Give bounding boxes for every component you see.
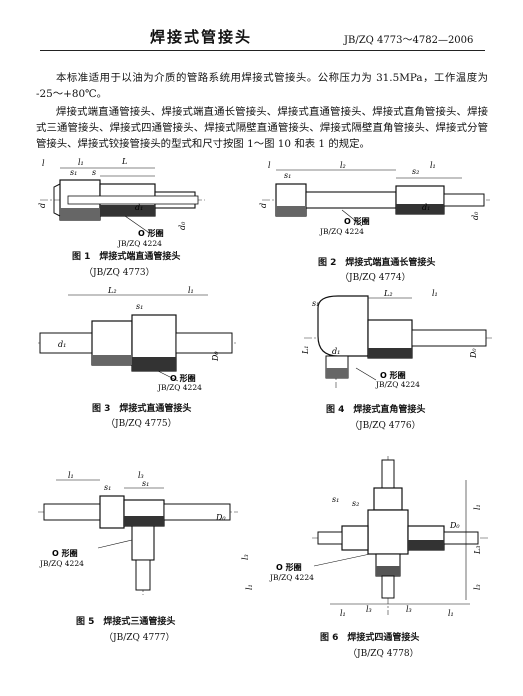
- figure-4-drawing: L₂ s₁ l₁ L₁ d₁ D₀ O 形圈 JB/ZQ 4224: [301, 289, 492, 389]
- svg-text:s₁: s₁: [332, 495, 339, 504]
- figure-2-std: （JB/ZQ 4774）: [340, 273, 411, 283]
- fig1-o-ring-label: O 形圈: [138, 228, 164, 238]
- svg-text:L₂: L₂: [383, 289, 393, 298]
- svg-text:l₃: l₃: [366, 605, 372, 614]
- svg-text:D₀: D₀: [215, 513, 226, 522]
- figure-3-std: （JB/ZQ 4775）: [106, 419, 177, 429]
- svg-text:s₂: s₂: [352, 499, 359, 508]
- svg-text:l₃: l₃: [138, 471, 144, 480]
- svg-text:l₁: l₁: [473, 504, 482, 510]
- fig2-o-ring-std: JB/ZQ 4224: [319, 227, 364, 236]
- fig4-o-ring-label: O 形圈: [380, 370, 406, 380]
- types-paragraph: 焊接式端直通管接头、焊接式端直通长管接头、焊接式直通管接头、焊接式直角管接头、焊…: [36, 106, 488, 150]
- svg-text:s₁: s₁: [312, 299, 319, 308]
- figure-5-drawing: l₁ s₁ s₁ l₃ l₃ l₁ D₀ O 形圈 JB/ZQ 4224: [38, 471, 254, 595]
- svg-text:D₀: D₀: [211, 351, 220, 362]
- svg-text:l₁: l₁: [432, 289, 438, 298]
- svg-text:l₂: l₂: [340, 161, 346, 170]
- figure-6-std: （JB/ZQ 4778）: [348, 649, 419, 659]
- fig6-o-ring-std: JB/ZQ 4224: [269, 573, 314, 582]
- figure-3-drawing: L₂ s₁ l₁ d₁ D₀ O 形圈 JB/ZQ 4224: [38, 286, 236, 392]
- svg-text:s₁: s₁: [284, 171, 291, 180]
- svg-text:l₃: l₃: [241, 554, 250, 560]
- figure-5-caption: 图 5 焊接式三通管接头: [76, 617, 176, 627]
- standard-number: JB/ZQ 4773～4782—2006: [344, 35, 474, 46]
- header-rule: [40, 50, 485, 51]
- figure-6-caption: 图 6 焊接式四通管接头: [320, 633, 420, 643]
- dim-l-label: l: [42, 159, 45, 168]
- fig5-o-ring-std: JB/ZQ 4224: [39, 559, 84, 568]
- figure-1-std: （JB/ZQ 4773）: [84, 268, 155, 278]
- fig2-o-ring-label: O 形圈: [344, 216, 370, 226]
- svg-text:l: l: [268, 161, 271, 170]
- svg-text:d₁: d₁: [422, 203, 430, 212]
- svg-text:l₁: l₁: [68, 471, 74, 480]
- svg-text:d₁: d₁: [135, 203, 143, 212]
- figure-2-drawing: l l₂ s₂ l₁ s₁ d d₁ d₀ O 形圈 JB/ZQ 4224: [259, 161, 490, 236]
- figure-2-caption: 图 2 焊接式端直通长管接头: [318, 258, 436, 268]
- document-title: 焊接式管接头: [150, 28, 253, 46]
- figure-6-drawing: s₁ s₂ l₁ l₃ l₃ l₁ l₁ L₃ l₃ D₀ O 形圈 JB/ZQ…: [269, 456, 490, 618]
- svg-text:l₃: l₃: [406, 605, 412, 614]
- svg-text:s₁: s₁: [70, 168, 77, 177]
- fig3-o-ring-label: O 形圈: [170, 373, 196, 383]
- svg-text:s₁: s₁: [104, 483, 111, 492]
- figure-1-caption: 图 1 焊接式端直通管接头: [72, 252, 181, 262]
- svg-text:d₀: d₀: [471, 211, 480, 220]
- svg-text:L: L: [121, 157, 127, 166]
- svg-text:D₀: D₀: [449, 521, 460, 530]
- figure-4-caption: 图 4 焊接式直角管接头: [326, 405, 426, 415]
- svg-text:d₁: d₁: [332, 347, 340, 356]
- svg-text:s₁: s₁: [142, 479, 149, 488]
- svg-text:L₂: L₂: [107, 286, 117, 295]
- figure-5-std: （JB/ZQ 4777）: [104, 633, 175, 643]
- svg-text:d: d: [259, 203, 268, 208]
- svg-text:l₁: l₁: [430, 161, 436, 170]
- svg-text:L₃: L₃: [473, 545, 482, 555]
- figure-3-caption: 图 3 焊接式直通管接头: [92, 404, 192, 414]
- figure-4-std: （JB/ZQ 4776）: [350, 421, 421, 431]
- svg-text:l₁: l₁: [78, 158, 84, 167]
- fig6-o-ring-label: O 形圈: [276, 562, 302, 572]
- svg-text:l₁: l₁: [188, 286, 194, 295]
- svg-text:l₃: l₃: [473, 584, 482, 590]
- fig1-o-ring-std: JB/ZQ 4224: [117, 239, 162, 248]
- svg-text:l₁: l₁: [245, 584, 254, 590]
- svg-text:d: d: [38, 203, 47, 208]
- svg-text:D₀: D₀: [469, 348, 478, 359]
- svg-text:l₁: l₁: [448, 609, 454, 618]
- fig4-o-ring-std: JB/ZQ 4224: [375, 380, 420, 389]
- svg-text:l₁: l₁: [340, 609, 346, 618]
- fig5-o-ring-label: O 形圈: [52, 548, 78, 558]
- svg-text:s₂: s₂: [412, 167, 419, 176]
- scope-paragraph: 本标准适用于以油为介质的管路系统用焊接式管接头。公称压力为 31.5MPa，工作…: [36, 72, 488, 100]
- fig3-o-ring-std: JB/ZQ 4224: [157, 383, 202, 392]
- svg-text:L₁: L₁: [301, 345, 310, 355]
- svg-text:s: s: [92, 168, 96, 177]
- figure-1-drawing: l l₁ L s₁ s d d₀ d₁ O 形圈 JB/ZQ 4224: [38, 157, 205, 248]
- svg-text:s₁: s₁: [136, 302, 143, 311]
- svg-text:d₀: d₀: [178, 221, 187, 230]
- svg-text:d₁: d₁: [58, 340, 66, 349]
